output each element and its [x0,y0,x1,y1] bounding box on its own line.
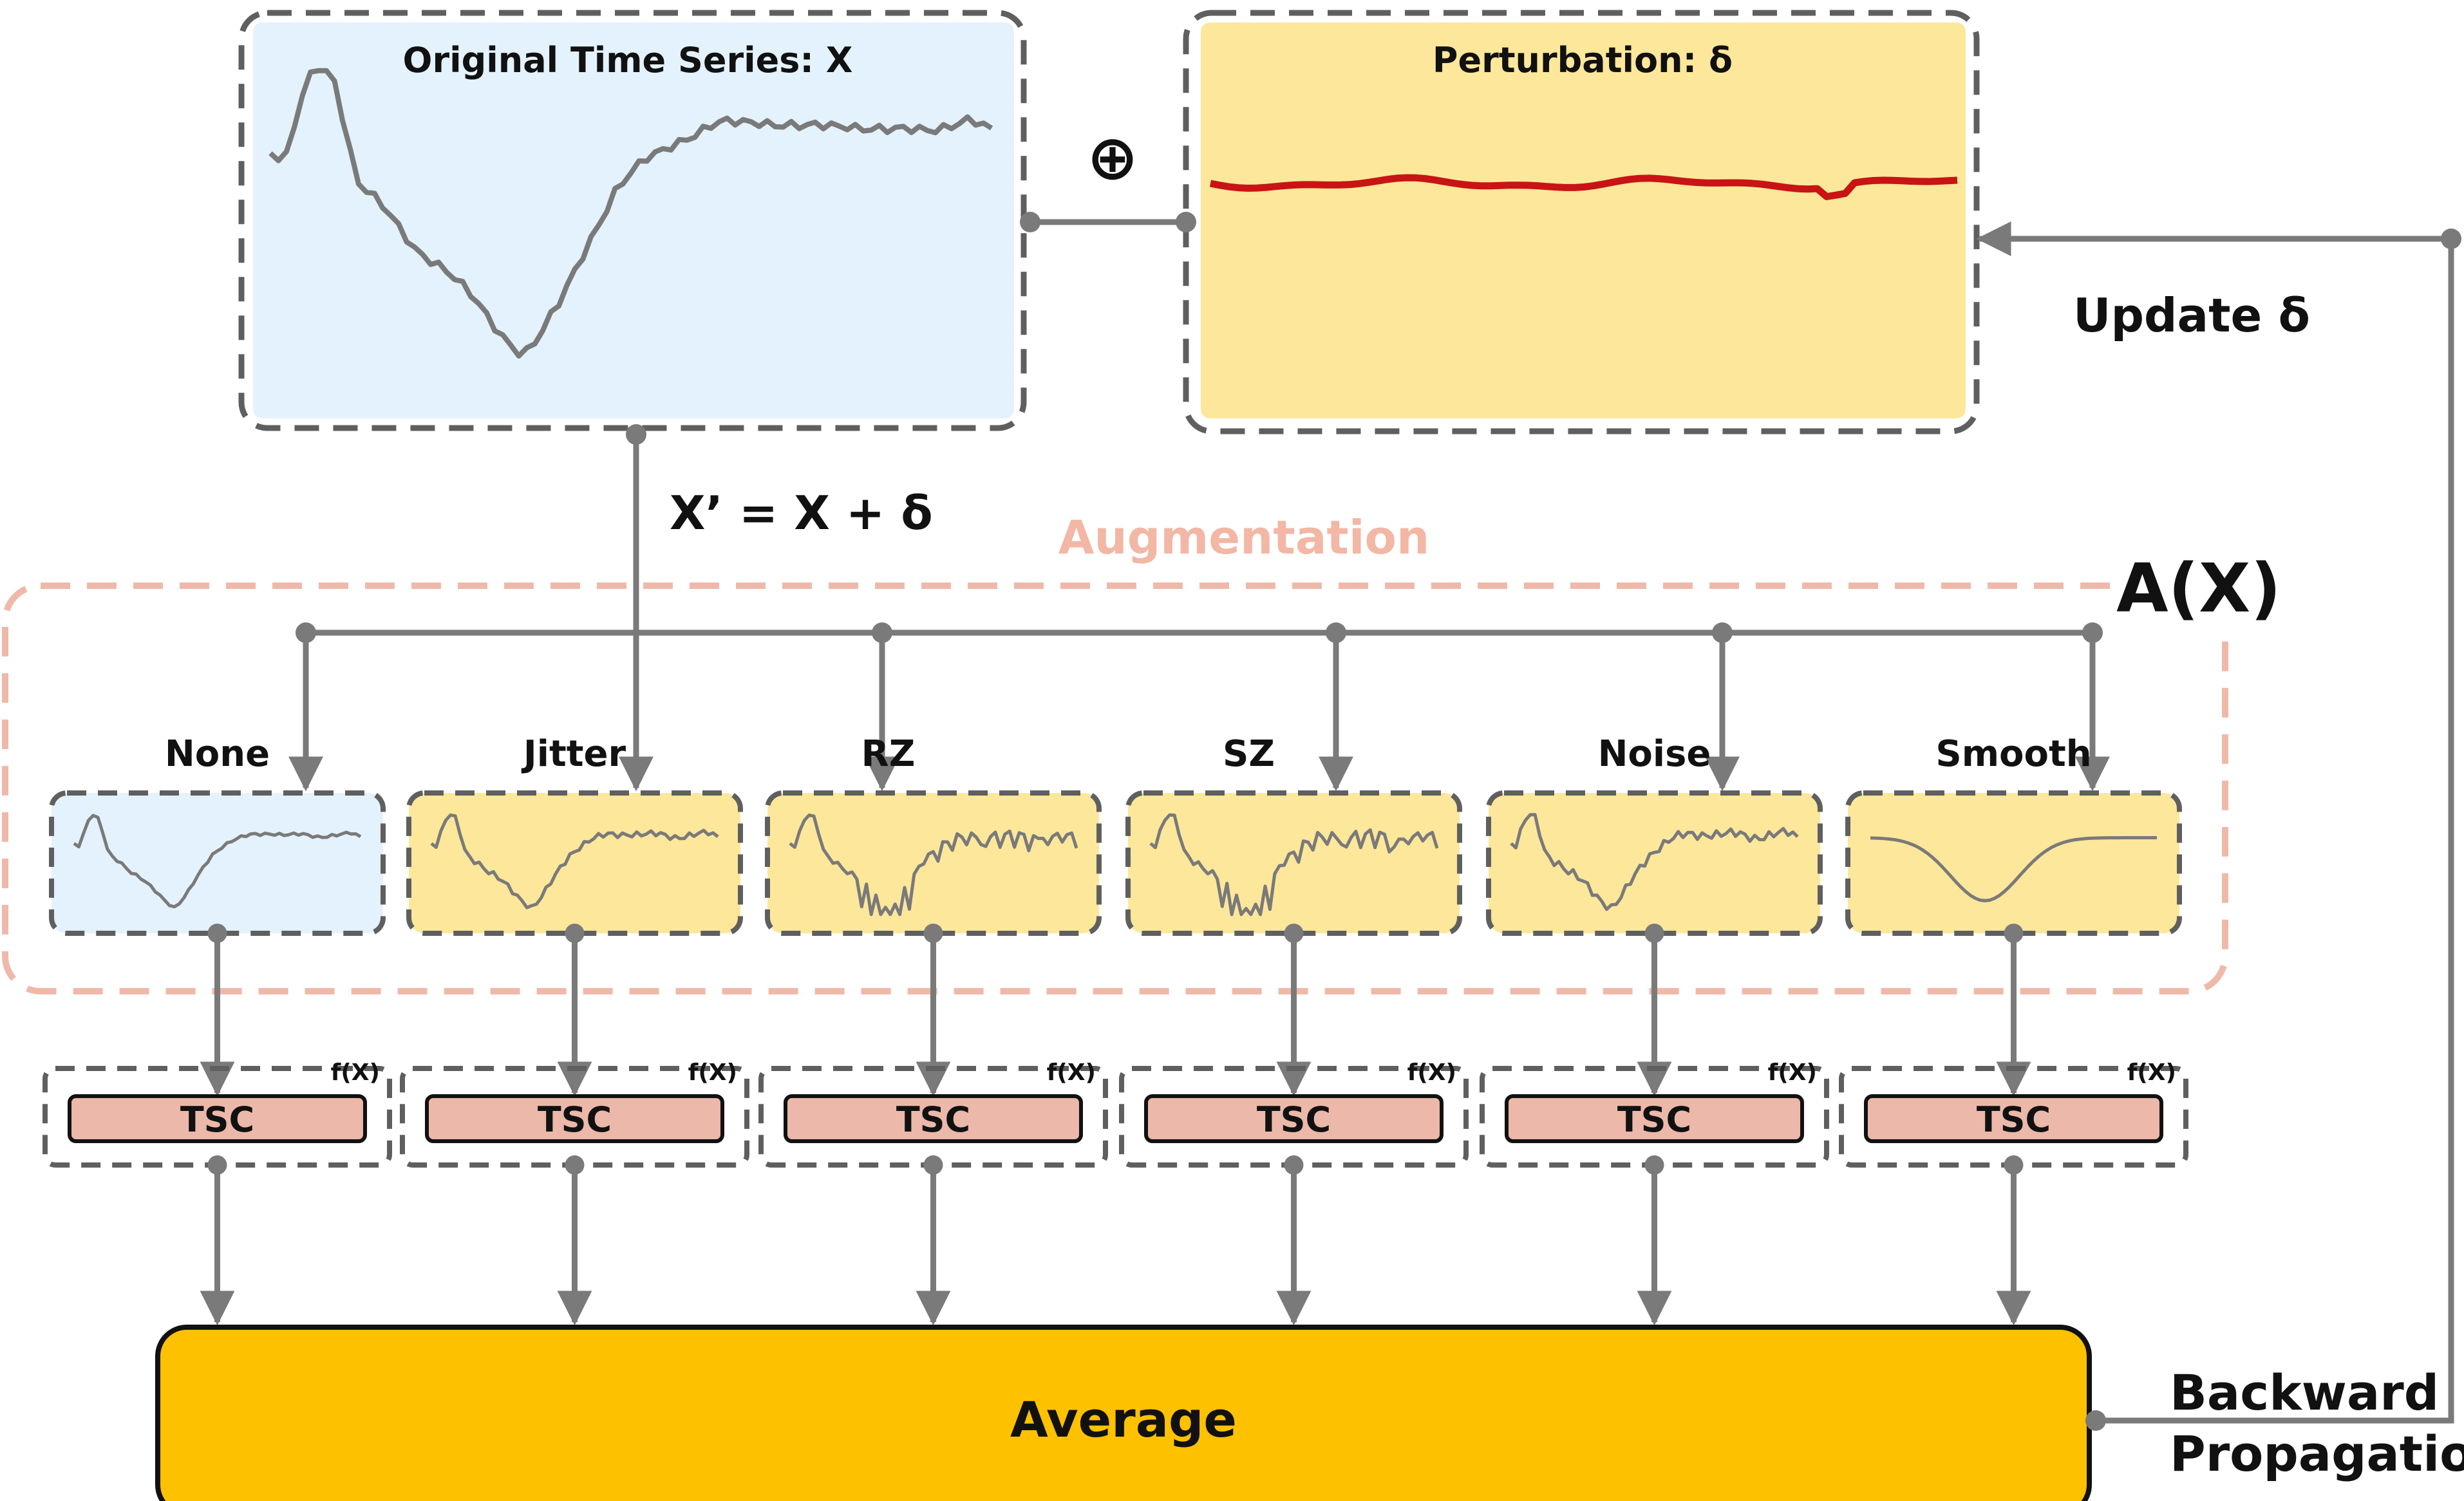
augmented-series-line [1149,813,1439,917]
method-label: None [165,733,270,775]
classifier-function-label: f(X) [2127,1059,2176,1086]
average-block: Average [155,1325,2106,1501]
method-label: Noise [1598,733,1711,775]
tsc-box [1505,1094,1804,1143]
method-column-rz: RZ f(X) TSC [758,622,1108,1326]
trunk-dot-top [626,424,646,445]
backprop-label: Backward Propagation [2170,1364,2464,1482]
tsc-label: TSC [896,1099,970,1140]
classifier-function-label: f(X) [688,1059,737,1086]
tsc-box [784,1094,1083,1143]
augmented-series-line [73,814,362,909]
augmentation-title: Augmentation [1058,510,1429,564]
augmentation-frame [2,583,2228,994]
average-label: Average [1010,1391,1237,1448]
augmented-series-line [1510,813,1799,911]
feedback-dot-corner [2441,228,2461,249]
method-label: Smooth [1935,733,2091,775]
method-label: SZ [1223,733,1275,775]
classifier-function-label: f(X) [1407,1059,1456,1086]
augmented-series-line [789,813,1078,917]
tsc-label: TSC [1977,1099,2051,1140]
tsc-box [425,1094,724,1143]
augmented-series-line [1870,836,2157,902]
tsc-label: TSC [1617,1099,1691,1140]
augmentation-region: Augmentation A(X) [2,510,2281,994]
method-column-sz: SZ f(X) TSC [1119,622,1469,1326]
augmented-series-frame [765,790,1102,936]
augmented-series-frame [49,790,386,936]
method-column-none: None f(X) TSC [42,622,392,1326]
method-column-jitter: Jitter f(X) TSC [400,633,749,1326]
augmented-series-line [430,813,719,909]
perturbation-background [1201,23,1966,418]
plus-symbol: ⊕ [1087,122,1138,194]
tsc-box [68,1094,367,1143]
augmented-series-frame [1486,790,1823,936]
classifier-function-label: f(X) [331,1059,380,1086]
function-label-backing [2125,548,2279,626]
original-series-background [253,23,1014,418]
feedback-line [1976,221,2454,1424]
method-label: RZ [861,733,916,775]
tsc-box [1144,1094,1444,1143]
combine-connector: ⊕ [1020,122,1196,232]
original-series-title: Original Time Series: X [403,40,853,80]
original-series-line [268,68,993,359]
classifier-function-label: f(X) [1768,1059,1817,1086]
method-column-noise: Noise f(X) TSC [1480,622,1829,1326]
tsc-label: TSC [1257,1099,1331,1140]
classifier-function-label: f(X) [1047,1059,1096,1086]
augmentation-columns: None f(X) TSC Jitter f(X) TSC RZ f(X) TSC SZ f(X) T… [42,622,2188,1326]
perturbation-title: Perturbation: δ [1433,40,1733,80]
augmentation-function-label: A(X) [2116,549,2281,628]
augmented-series-frame [1845,790,2182,936]
backprop-line1: Backward [2170,1364,2439,1421]
tsc-label: TSC [180,1099,254,1140]
perturbed-input-trunk: X’ = X + δ [626,424,933,633]
method-column-smooth: Smooth f(X) TSC [1839,622,2188,1326]
connector-dot-right [1176,212,1196,232]
equation-label: X’ = X + δ [670,486,933,540]
tsc-box [1864,1094,2163,1143]
perturbation-line [1209,174,1958,200]
original-series-panel: Original Time Series: X [238,10,1027,431]
augmented-series-frame [406,790,743,936]
method-label: Jitter [521,733,626,775]
tsc-label: TSC [538,1099,612,1140]
backprop-line2: Propagation [2170,1425,2464,1482]
average-output-dot [2085,1410,2106,1431]
connector-dot-left [1020,212,1040,232]
update-label: Update δ [2073,288,2310,342]
perturbation-panel: Perturbation: δ [1183,10,1980,434]
augmented-series-frame [1125,790,1462,936]
update-feedback: Update δ [1976,221,2461,1424]
